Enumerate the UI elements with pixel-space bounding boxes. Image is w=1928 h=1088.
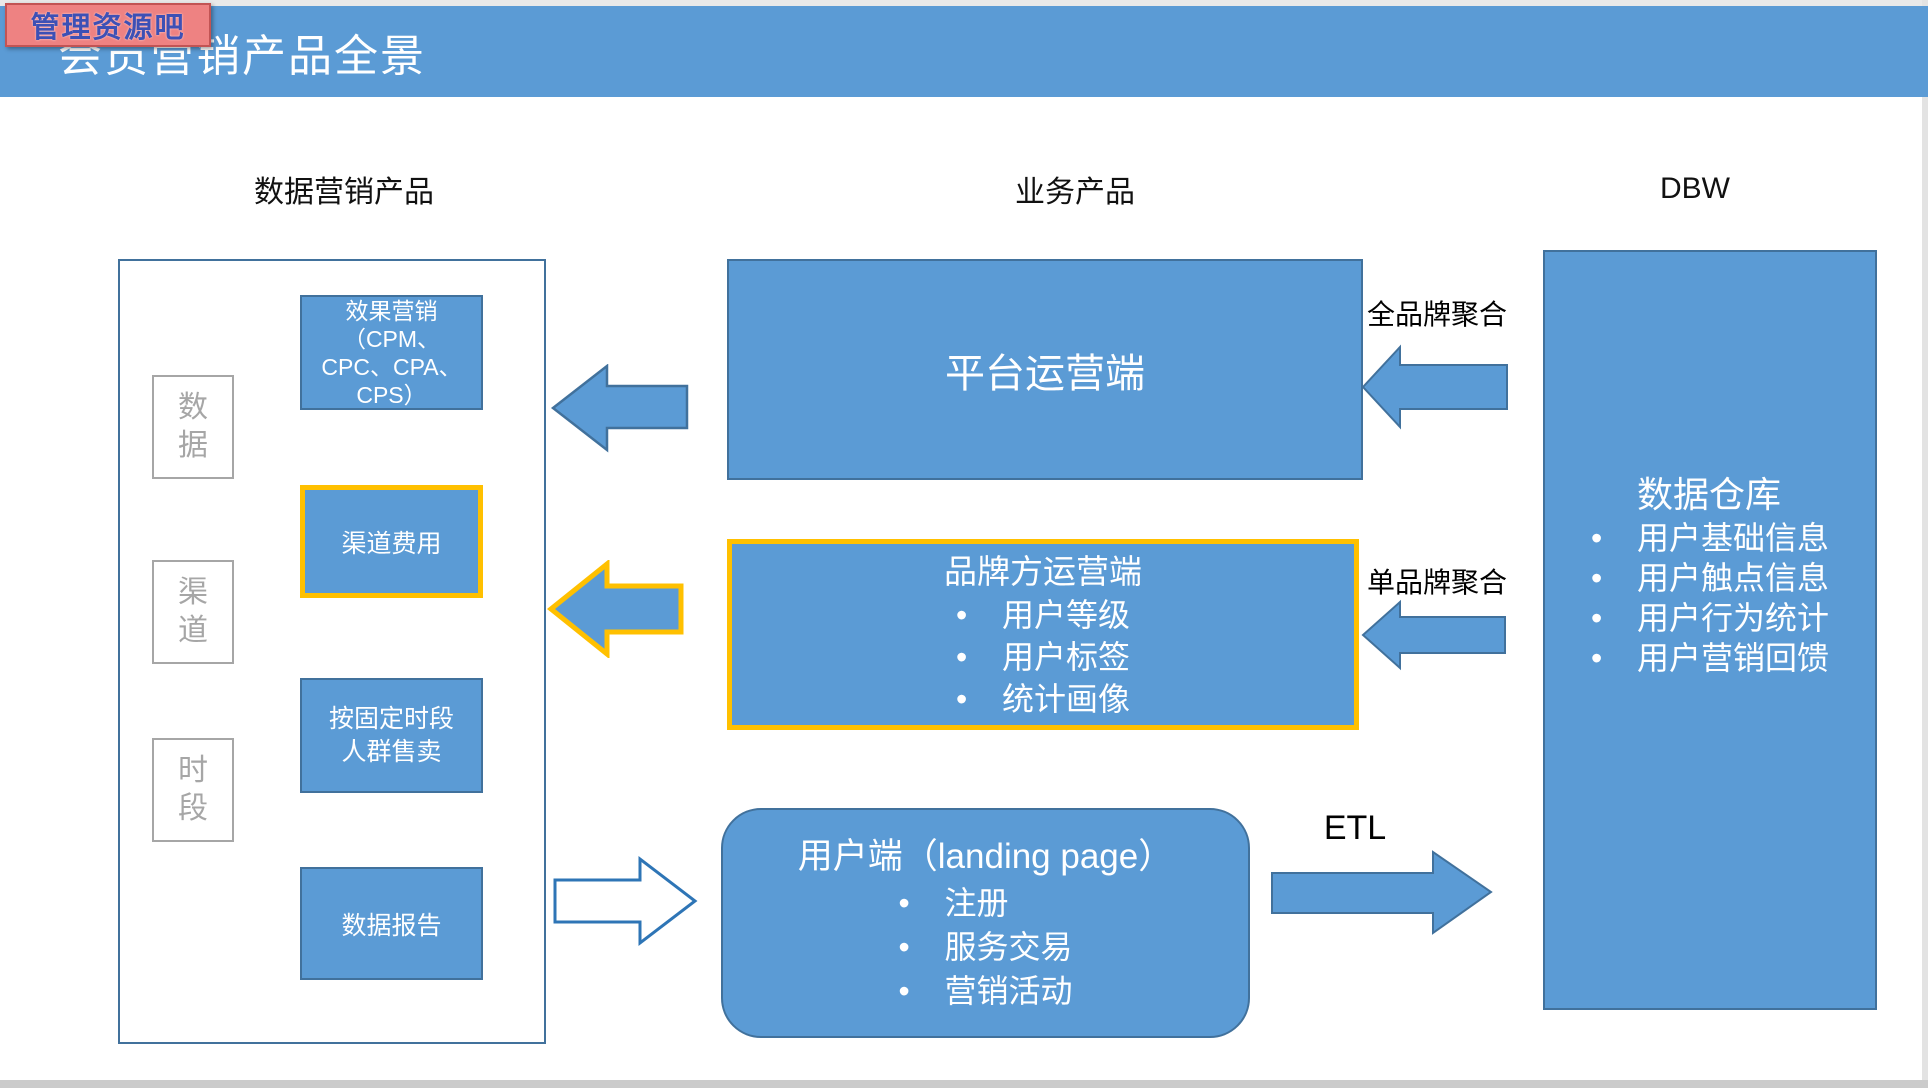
top-strip	[0, 0, 1928, 6]
box-platform-operations: 平台运营端	[727, 259, 1363, 480]
user-bullet-list: • 注册 • 服务交易 • 营销活动	[898, 881, 1072, 1013]
list-item-label: 用户营销回馈	[1636, 640, 1829, 676]
dimension-label: 时段	[178, 754, 208, 825]
box-title: 用户端（landing page）	[797, 837, 1174, 876]
box-fixed-time-selling: 按固定时段 人群售卖	[300, 678, 483, 793]
list-item: • 用户标签	[956, 636, 1130, 678]
list-item: • 用户营销回馈	[1591, 638, 1829, 678]
list-item-label: 注册	[944, 885, 1009, 921]
list-item-label: 用户基础信息	[1636, 520, 1829, 556]
list-item-label: 用户行为统计	[1636, 600, 1829, 636]
bottom-strip	[0, 1080, 1928, 1088]
bullet-icon: •	[955, 638, 968, 675]
arrow-user-to-dbw-etl-icon	[1271, 850, 1493, 935]
label-full-brand-aggregation: 全品牌聚合	[1366, 299, 1507, 330]
dimension-box-timeslot: 时段	[152, 738, 234, 842]
list-item-label: 用户触点信息	[1636, 560, 1829, 596]
list-item: • 营销活动	[898, 969, 1072, 1013]
list-item: • 用户触点信息	[1591, 558, 1829, 598]
label-single-brand-aggregation: 单品牌聚合	[1366, 567, 1507, 598]
box-user-landing-page: 用户端（landing page） • 注册 • 服务交易 • 营销活动	[721, 808, 1250, 1038]
title-banner: 会员营销产品全景	[0, 6, 1928, 97]
dimension-box-data: 数据	[152, 375, 234, 479]
list-item: • 注册	[898, 881, 1072, 925]
list-item-label: 服务交易	[944, 929, 1073, 965]
bullet-icon: •	[898, 885, 910, 921]
list-item: • 用户等级	[956, 594, 1130, 636]
arrow-dbw-to-brand-icon	[1361, 599, 1506, 671]
box-data-report: 数据报告	[300, 867, 483, 980]
dimension-label: 数据	[178, 391, 208, 462]
warehouse-content: 数据仓库 • 用户基础信息 • 用户触点信息 • 用户行为统计 • 用户营销回馈	[1591, 472, 1829, 678]
list-item-label: 统计画像	[1001, 680, 1130, 717]
list-item: • 用户基础信息	[1591, 518, 1829, 558]
list-item-label: 用户标签	[1001, 638, 1130, 675]
column-header-business: 业务产品	[1015, 176, 1135, 209]
list-item-label: 用户等级	[1001, 596, 1130, 633]
bullet-icon: •	[898, 973, 910, 1009]
bullet-icon: •	[955, 680, 968, 717]
arrow-datapanel-to-user-icon	[553, 855, 698, 947]
column-header-data-marketing: 数据营销产品	[254, 176, 434, 209]
bullet-icon: •	[1590, 520, 1603, 556]
list-item: • 服务交易	[898, 925, 1072, 969]
right-strip	[1922, 0, 1928, 1088]
box-brand-operations: 品牌方运营端 • 用户等级 • 用户标签 • 统计画像	[727, 539, 1359, 730]
list-item-label: 营销活动	[944, 973, 1073, 1009]
bullet-icon: •	[1590, 560, 1603, 596]
bullet-icon: •	[1590, 640, 1603, 676]
arrow-dbw-to-platform-icon	[1361, 344, 1508, 430]
box-title: 品牌方运营端	[944, 552, 1142, 590]
bullet-icon: •	[955, 596, 968, 633]
box-data-warehouse: 数据仓库 • 用户基础信息 • 用户触点信息 • 用户行为统计 • 用户营销回馈	[1543, 250, 1877, 1010]
watermark: 管理资源吧	[5, 3, 211, 47]
bullet-icon: •	[898, 929, 910, 965]
box-title: 数据仓库	[1636, 474, 1781, 515]
label-etl: ETL	[1323, 808, 1387, 847]
dimension-label: 渠道	[178, 576, 208, 647]
brand-bullet-list: • 用户等级 • 用户标签 • 统计画像	[956, 594, 1130, 720]
dimension-box-channel: 渠道	[152, 560, 234, 664]
arrow-brand-to-datapanel-icon	[547, 560, 684, 658]
list-item: • 统计画像	[956, 678, 1130, 720]
column-header-dbw: DBW	[1660, 172, 1730, 205]
box-channel-fee: 渠道费用	[300, 485, 483, 598]
arrow-platform-to-datapanel-icon	[550, 364, 689, 453]
box-effect-marketing: 效果营销 （CPM、 CPC、CPA、 CPS）	[300, 295, 483, 410]
bullet-icon: •	[1590, 600, 1603, 636]
list-item: • 用户行为统计	[1591, 598, 1829, 638]
